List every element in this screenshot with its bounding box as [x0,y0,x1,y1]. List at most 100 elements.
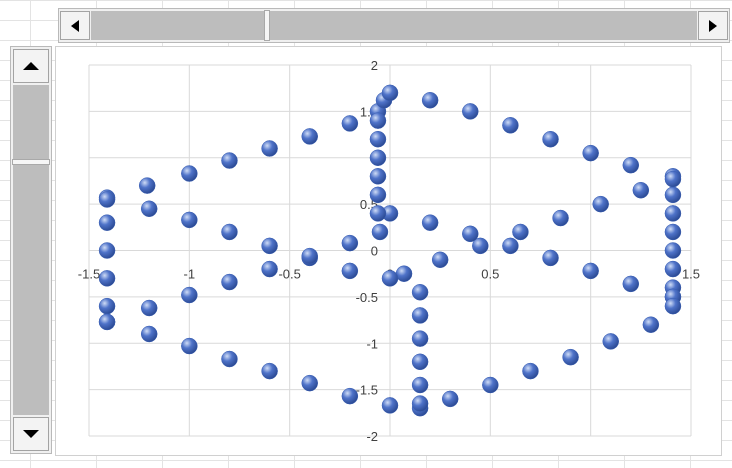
data-point-bubble [622,156,640,174]
y-tick-label: 2 [371,58,378,73]
data-point-bubble [98,191,116,208]
x-tick-label: 0.5 [481,267,499,282]
scroll-up-button[interactable] [13,49,49,83]
data-point-bubble [542,130,559,148]
scroll-right-button[interactable] [698,11,728,40]
data-point-bubble [221,152,238,169]
data-point-bubble [98,242,116,259]
y-tick-label: 0 [371,244,378,259]
data-point-bubble [395,265,413,282]
data-point-bubble [98,270,116,287]
data-point-bubble [138,177,156,194]
data-point-bubble [664,223,682,241]
scatter-chart: -1.5-1-0.500.511.5-2-1.5-1-0.500.511.52 [78,58,700,444]
data-point-bubble [482,376,499,394]
horizontal-scroll-thumb[interactable] [264,10,270,41]
data-point-bubble [664,260,682,278]
data-point-bubble [522,362,539,380]
y-tick-label: -0.5 [356,290,378,305]
data-point-bubble [664,242,682,259]
data-point-bubble [341,234,359,252]
data-point-bubble [369,186,387,204]
data-point-bubble [181,211,198,229]
data-point-bubble [632,181,650,199]
data-point-bubble [341,262,359,280]
data-point-bubble [381,397,399,414]
data-point-bubble [622,275,640,293]
data-point-bubble [261,260,278,278]
y-tick-label: -2 [366,429,378,444]
data-point-bubble [181,286,198,304]
y-tick-label: -1.5 [356,383,378,398]
vertical-scroll-bar[interactable] [10,46,52,454]
data-point-bubble [582,144,599,162]
data-point-bubble [462,103,479,120]
data-point-bubble [301,374,318,392]
data-point-bubble [369,149,387,166]
x-tick-label: -1 [184,267,196,282]
data-point-bubble [664,205,682,222]
data-point-bubble [502,117,519,134]
data-point-bubble [421,91,439,109]
data-point-bubble [664,186,682,204]
triangle-down-icon [23,430,39,438]
data-point-bubble [341,387,359,405]
horizontal-scroll-track[interactable] [91,11,697,40]
y-tick-label: -1 [366,336,378,351]
data-point-bubble [371,223,389,241]
data-point-bubble [98,214,116,231]
triangle-left-icon [71,19,79,32]
triangle-right-icon [709,19,717,32]
data-point-bubble [381,84,399,102]
chart-area[interactable]: -1.5-1-0.500.511.5-2-1.5-1-0.500.511.52 [55,46,722,456]
scroll-left-button[interactable] [60,11,90,40]
data-point-bubble [369,112,387,129]
data-point-bubble [592,195,609,213]
data-point-bubble [369,205,387,222]
data-point-bubble [411,330,429,347]
data-point-bubble [512,223,529,241]
data-point-bubble [642,316,660,333]
data-point-bubble [431,251,449,269]
data-point-bubble [140,325,158,343]
x-tick-label: 1.5 [682,267,700,282]
data-point-bubble [411,353,429,371]
data-point-bubble [664,170,682,188]
data-point-bubble [98,313,116,331]
data-point-bubble [411,395,429,412]
data-point-bubble [221,223,238,241]
data-point-bubble [502,237,519,255]
data-point-bubble [369,130,387,148]
data-point-bubble [602,333,619,350]
data-point-bubble [462,225,479,243]
data-point-bubble [341,115,359,132]
data-point-bubble [181,337,198,355]
data-point-bubble [221,273,238,291]
data-point-bubble [472,237,489,255]
data-point-bubble [411,307,429,324]
data-point-bubble [664,297,682,315]
data-point-bubble [542,249,559,267]
data-point-bubble [98,297,116,315]
data-point-bubble [421,214,439,231]
data-point-bubble [381,270,399,287]
data-point-bubble [140,299,158,317]
data-point-bubble [441,390,459,408]
data-point-bubble [301,247,318,265]
data-point-bubble [582,262,599,280]
data-point-bubble [261,237,278,255]
data-point-bubble [140,200,158,218]
data-point-bubble [411,376,429,394]
horizontal-scroll-bar[interactable] [58,8,730,43]
data-point-bubble [301,128,318,145]
data-point-bubble [562,348,579,366]
data-point-bubble [411,283,429,301]
x-tick-label: -1.5 [78,267,100,282]
data-point-bubble [221,350,238,368]
x-tick-label: -0.5 [278,267,300,282]
vertical-scroll-thumb[interactable] [12,159,50,165]
triangle-up-icon [23,62,39,70]
scroll-down-button[interactable] [13,417,49,451]
data-point-bubble [181,165,198,182]
vertical-scroll-track[interactable] [13,85,49,415]
